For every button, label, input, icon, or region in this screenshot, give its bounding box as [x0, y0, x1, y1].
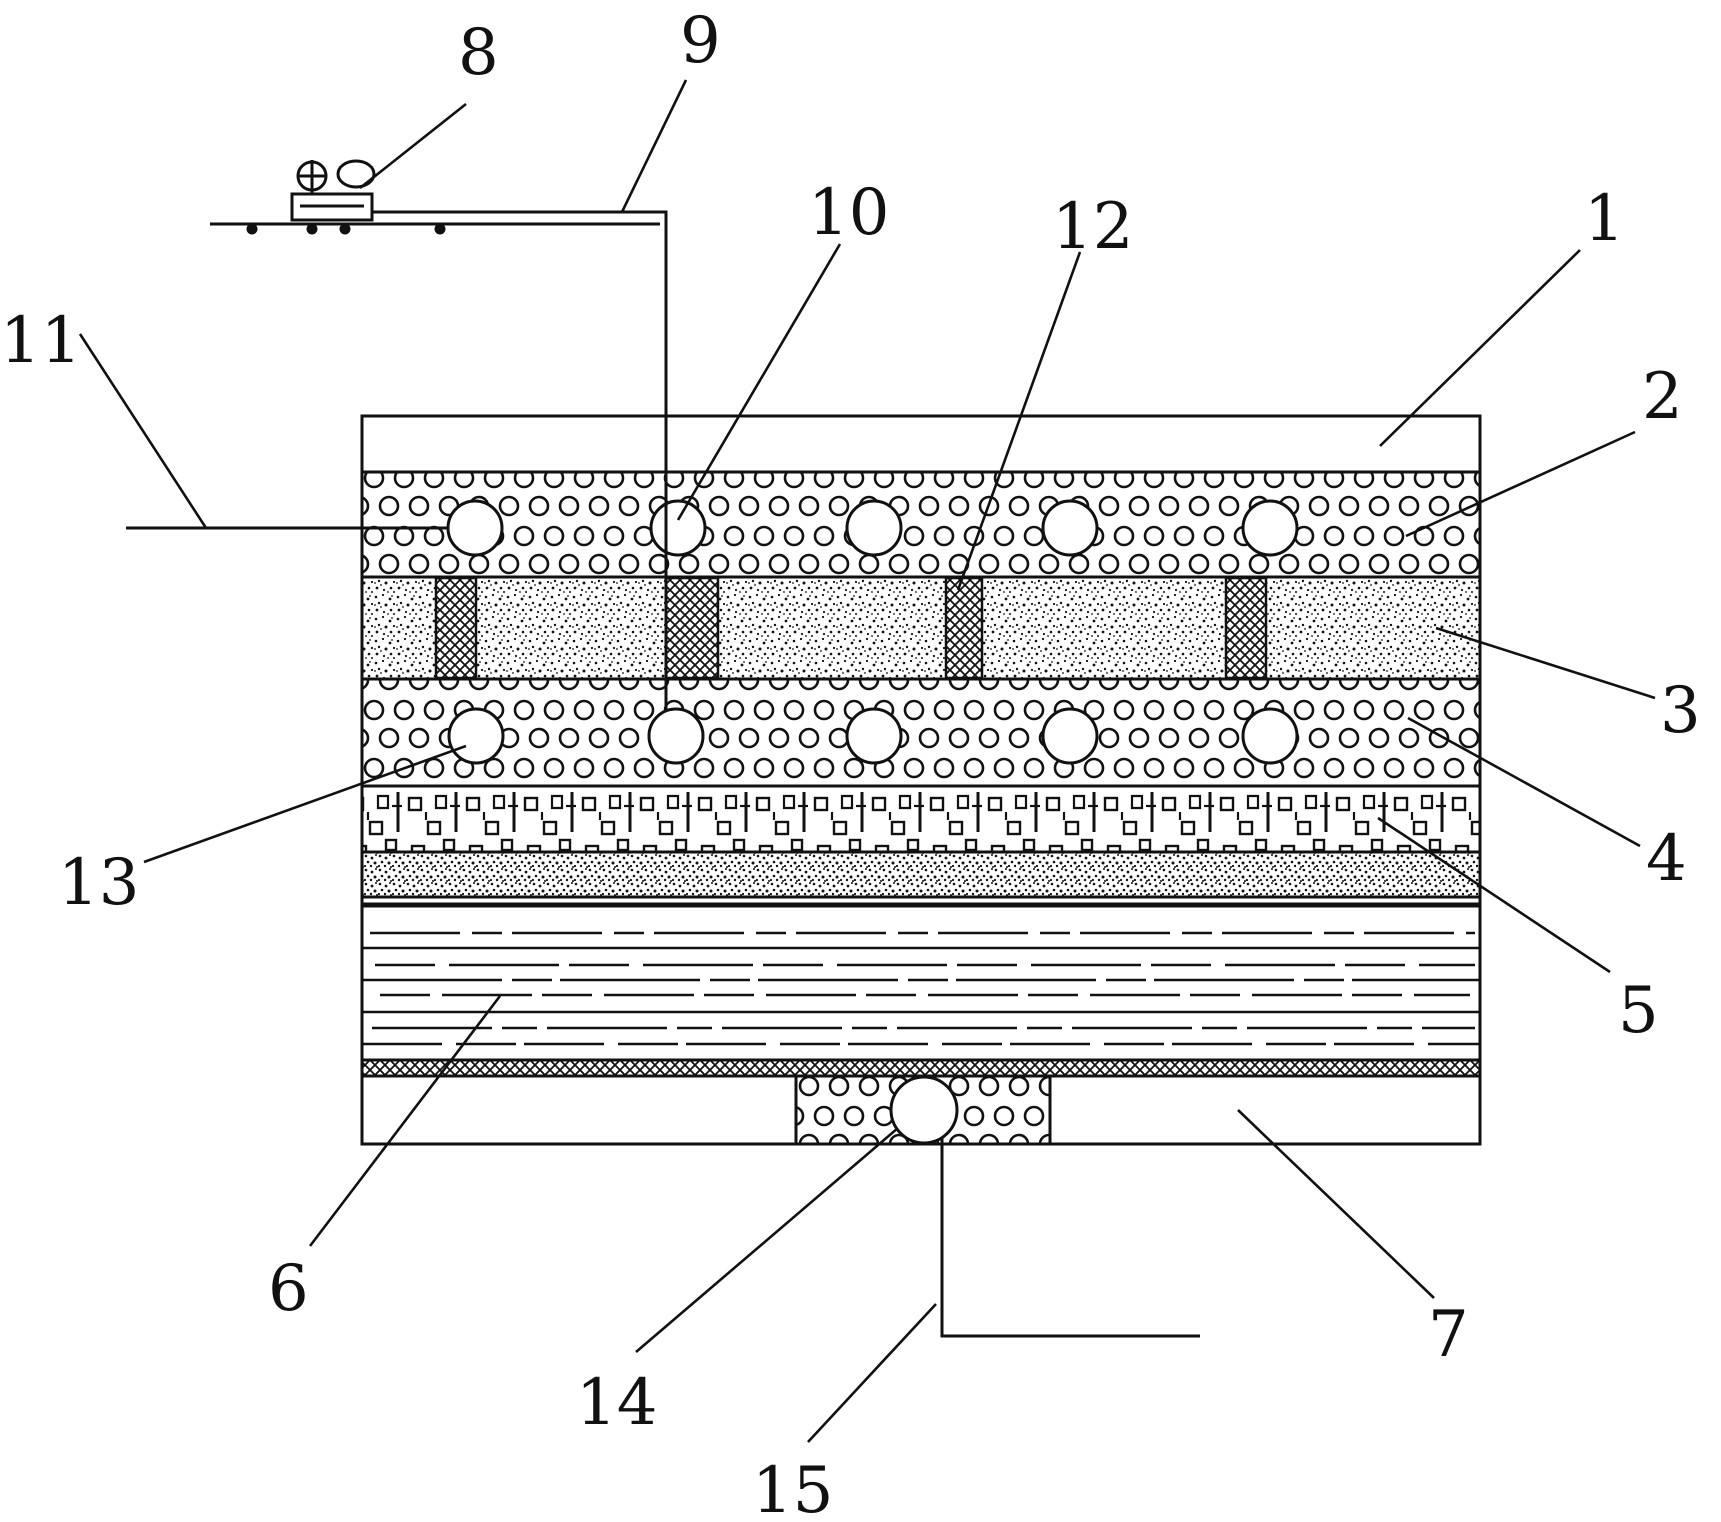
- layer-3-column: [664, 576, 720, 680]
- layer-3-column: [434, 576, 478, 680]
- label-2: 2: [1642, 360, 1683, 434]
- pipe: [446, 499, 504, 557]
- layer-6-dashes: [362, 902, 1480, 1046]
- layer-2-upper-gravel: [360, 470, 1482, 579]
- drain-pipe: [889, 1075, 959, 1145]
- lower-pipes: [447, 707, 1299, 765]
- pipe: [845, 707, 903, 765]
- label-11: 11: [0, 304, 81, 378]
- label-9: 9: [680, 4, 721, 78]
- label-1: 1: [1584, 182, 1625, 256]
- pipe: [1241, 499, 1299, 557]
- label-8: 8: [458, 16, 499, 90]
- layer-3-column: [1224, 576, 1268, 680]
- label-13: 13: [58, 846, 139, 920]
- label-10: 10: [808, 176, 889, 250]
- layer-3-column: [944, 576, 984, 680]
- label-15: 15: [752, 1454, 833, 1522]
- layer-3-columns: [434, 576, 1268, 680]
- pipe: [647, 707, 705, 765]
- layer-5-speckled: [360, 850, 1482, 899]
- leader-lines: [78, 79, 1656, 1443]
- layer-3-speckled: [360, 575, 1482, 681]
- label-7: 7: [1428, 1298, 1469, 1372]
- label-4: 4: [1646, 822, 1687, 896]
- membrane-strip: [360, 1058, 1482, 1078]
- label-5: 5: [1618, 974, 1659, 1048]
- layer-4-lower-gravel: [360, 677, 1482, 788]
- pipe: [447, 707, 505, 765]
- pipe: [845, 499, 903, 557]
- label-3: 3: [1660, 674, 1701, 748]
- layer-4b-blocks: [360, 784, 1482, 854]
- label-12: 12: [1052, 190, 1133, 264]
- layer-6-lined: [360, 895, 1482, 1062]
- outlet-pipe-15: [940, 1138, 1200, 1338]
- pipe: [1041, 499, 1099, 557]
- labels: 1 2 3 4 5 6 7 8 9 10 11 12 13 14 15: [0, 4, 1701, 1522]
- vertical-pipe-9: [372, 210, 668, 709]
- label-6: 6: [268, 1252, 309, 1326]
- label-14: 14: [576, 1366, 657, 1440]
- pipe: [1041, 707, 1099, 765]
- layer-1-cover: [360, 414, 1482, 474]
- pump-unit: [246, 159, 446, 235]
- pipe: [1241, 707, 1299, 765]
- pipe: [649, 499, 707, 557]
